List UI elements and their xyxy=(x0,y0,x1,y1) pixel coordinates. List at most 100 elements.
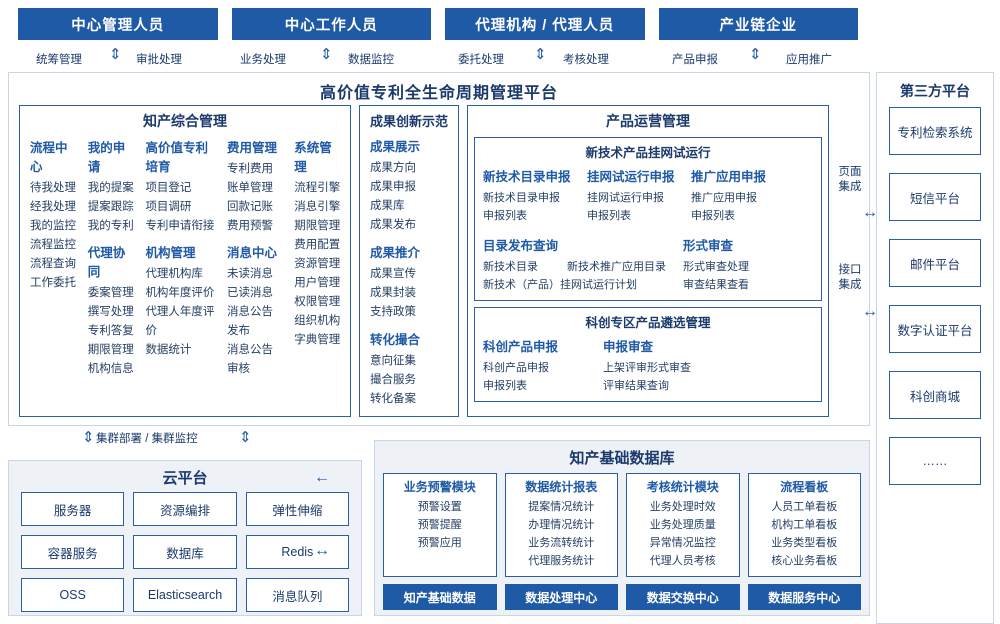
menu-item[interactable]: 新技术（产品）挂网试运行计划 xyxy=(483,279,637,291)
menu-item[interactable]: 消息引擎 xyxy=(294,201,341,213)
kdb-module-item[interactable]: 预警提醒 xyxy=(417,519,462,531)
menu-item[interactable]: 项目登记 xyxy=(145,182,192,194)
menu-item[interactable]: 推广应用申报 xyxy=(691,192,757,204)
menu-item[interactable]: 提案跟踪 xyxy=(87,201,134,213)
menu-item[interactable]: 新技术目录 xyxy=(483,261,538,273)
third-party-item-email[interactable]: 邮件平台 xyxy=(889,239,981,287)
menu-item[interactable]: 组织机构 xyxy=(294,315,341,327)
menu-item[interactable]: 工作委托 xyxy=(30,277,76,289)
menu-item[interactable]: 意向征集 xyxy=(370,355,416,367)
menu-item[interactable]: 申报列表 xyxy=(587,210,631,222)
third-party-item-patent-search[interactable]: 专利检索系统 xyxy=(889,107,981,155)
cloud-item-container-service[interactable]: 容器服务 xyxy=(21,535,125,569)
menu-item[interactable]: 流程监控 xyxy=(30,239,76,251)
menu-item[interactable]: 期限管理 xyxy=(294,220,341,232)
menu-item[interactable]: 上架评审形式审查 xyxy=(603,362,691,374)
menu-item[interactable]: 机构信息 xyxy=(87,363,134,375)
menu-item[interactable]: 未读消息 xyxy=(227,268,274,280)
menu-item[interactable]: 申报列表 xyxy=(483,380,527,392)
kdb-button-processing-center[interactable]: 数据处理中心 xyxy=(504,584,618,610)
cloud-item-database[interactable]: 数据库 xyxy=(133,535,237,569)
kdb-module-item[interactable]: 业务处理质量 xyxy=(649,519,716,531)
menu-item[interactable]: 申报列表 xyxy=(483,210,527,222)
menu-item[interactable]: 我的监控 xyxy=(30,220,76,232)
menu-item[interactable]: 代理机构库 xyxy=(145,268,203,280)
cloud-item-resource-orchestration[interactable]: 资源编排 xyxy=(133,492,237,526)
menu-item[interactable]: 成果方向 xyxy=(370,162,416,174)
kdb-module-item[interactable]: 办理情况统计 xyxy=(528,519,595,531)
menu-item[interactable]: 撰写处理 xyxy=(87,306,134,318)
role-center-manager[interactable]: 中心管理人员 xyxy=(18,8,218,40)
menu-item[interactable]: 待我处理 xyxy=(30,182,76,194)
menu-item[interactable]: 数据统计 xyxy=(145,344,192,356)
menu-item[interactable]: 成果库 xyxy=(370,200,405,212)
menu-item[interactable]: 委案管理 xyxy=(87,287,134,299)
menu-item[interactable]: 权限管理 xyxy=(294,296,341,308)
menu-item[interactable]: 消息公告审核 xyxy=(227,344,274,375)
menu-item[interactable]: 代理人年度评价 xyxy=(145,306,215,337)
menu-item[interactable]: 用户管理 xyxy=(294,277,341,289)
cloud-item-oss[interactable]: OSS xyxy=(21,578,125,612)
menu-item[interactable]: 费用配置 xyxy=(294,239,341,251)
kdb-module-item[interactable]: 机构工单看板 xyxy=(771,519,838,531)
role-center-staff[interactable]: 中心工作人员 xyxy=(231,8,431,40)
menu-item[interactable]: 成果宣传 xyxy=(370,268,416,280)
menu-item[interactable]: 账单管理 xyxy=(227,182,274,194)
cloud-item-elasticsearch[interactable]: Elasticsearch xyxy=(133,578,237,612)
menu-item[interactable]: 我的专利 xyxy=(87,220,134,232)
menu-item[interactable]: 机构年度评价 xyxy=(145,287,215,299)
menu-item[interactable]: 专利申请衔接 xyxy=(145,220,215,232)
role-agency[interactable]: 代理机构 / 代理人员 xyxy=(445,8,645,40)
menu-item[interactable]: 流程引擎 xyxy=(294,182,341,194)
menu-item[interactable]: 挂网试运行申报 xyxy=(587,192,664,204)
kdb-module-item[interactable]: 代理服务统计 xyxy=(528,555,595,567)
menu-item[interactable]: 审查结果查看 xyxy=(683,279,749,291)
third-party-item-innovation-mall[interactable]: 科创商城 xyxy=(889,371,981,419)
kdb-button-base-data[interactable]: 知产基础数据 xyxy=(383,584,497,610)
kdb-module-item[interactable]: 业务类型看板 xyxy=(771,537,838,549)
menu-item[interactable]: 项目调研 xyxy=(145,201,192,213)
kdb-module-item[interactable]: 提案情况统计 xyxy=(528,501,595,513)
menu-item[interactable]: 回款记账 xyxy=(227,201,274,213)
kdb-module-item[interactable]: 预警应用 xyxy=(417,537,462,549)
kdb-module-item[interactable]: 业务处理时效 xyxy=(649,501,716,513)
menu-item[interactable]: 成果封装 xyxy=(370,287,416,299)
menu-item[interactable]: 申报列表 xyxy=(691,210,735,222)
third-party-item-sms[interactable]: 短信平台 xyxy=(889,173,981,221)
menu-item[interactable]: 形式审查处理 xyxy=(683,261,749,273)
menu-item[interactable]: 专利费用 xyxy=(227,163,274,175)
menu-item[interactable]: 支持政策 xyxy=(370,306,416,318)
menu-item[interactable]: 专利答复 xyxy=(87,325,134,337)
menu-item[interactable]: 我的提案 xyxy=(87,182,134,194)
cloud-item-message-queue[interactable]: 消息队列 xyxy=(245,578,349,612)
menu-item[interactable]: 科创产品申报 xyxy=(483,362,549,374)
menu-item[interactable]: 评审结果查询 xyxy=(603,380,669,392)
kdb-module-item[interactable]: 业务流转统计 xyxy=(528,537,595,549)
menu-item[interactable]: 经我处理 xyxy=(30,201,76,213)
menu-item[interactable]: 资源管理 xyxy=(294,258,341,270)
kdb-module-item[interactable]: 核心业务看板 xyxy=(771,555,838,567)
menu-item[interactable]: 费用预警 xyxy=(227,220,274,232)
menu-item[interactable]: 期限管理 xyxy=(87,344,134,356)
kdb-module-item[interactable]: 代理人员考核 xyxy=(649,555,716,567)
kdb-button-service-center[interactable]: 数据服务中心 xyxy=(747,584,861,610)
menu-item[interactable]: 新技术推广应用目录 xyxy=(567,261,666,273)
third-party-item-more[interactable]: …… xyxy=(889,437,981,485)
kdb-module-item[interactable]: 异常情况监控 xyxy=(649,537,716,549)
menu-item[interactable]: 新技术目录申报 xyxy=(483,192,560,204)
menu-item[interactable]: 已读消息 xyxy=(227,287,274,299)
menu-item[interactable]: 流程查询 xyxy=(30,258,76,270)
menu-item[interactable]: 转化备案 xyxy=(370,393,416,405)
kdb-module-item[interactable]: 人员工单看板 xyxy=(771,501,838,513)
kdb-button-exchange-center[interactable]: 数据交换中心 xyxy=(626,584,740,610)
third-party-item-digital-cert[interactable]: 数字认证平台 xyxy=(889,305,981,353)
menu-item[interactable]: 字典管理 xyxy=(294,334,341,346)
menu-item[interactable]: 成果发布 xyxy=(370,219,416,231)
menu-item[interactable]: 撮合服务 xyxy=(370,374,416,386)
cloud-item-server[interactable]: 服务器 xyxy=(21,492,125,526)
menu-item[interactable]: 消息公告发布 xyxy=(227,306,274,337)
cloud-item-redis[interactable]: Redis xyxy=(245,535,349,569)
kdb-module-item[interactable]: 预警设置 xyxy=(417,501,462,513)
menu-item[interactable]: 成果申报 xyxy=(370,181,416,193)
role-enterprise[interactable]: 产业链企业 xyxy=(658,8,858,40)
